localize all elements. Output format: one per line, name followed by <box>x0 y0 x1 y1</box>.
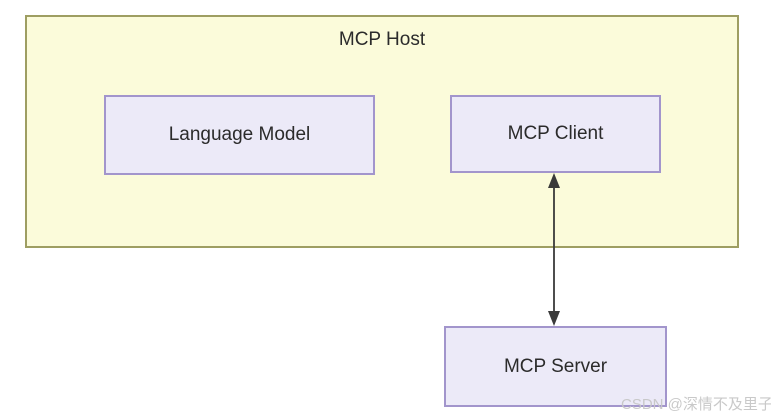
language-model-box: Language Model <box>104 95 375 175</box>
mcp-server-box: MCP Server <box>444 326 667 407</box>
mcp-client-label: MCP Client <box>507 123 604 144</box>
mcp-client-box: MCP Client <box>450 95 661 173</box>
watermark: CSDN @深情不及里子 <box>621 396 771 413</box>
language-model-label: Language Model <box>168 124 311 145</box>
client-server-double-arrow-icon <box>548 173 560 326</box>
mcp-host-label: MCP Host <box>338 29 426 50</box>
mcp-server-label: MCP Server <box>503 355 608 377</box>
